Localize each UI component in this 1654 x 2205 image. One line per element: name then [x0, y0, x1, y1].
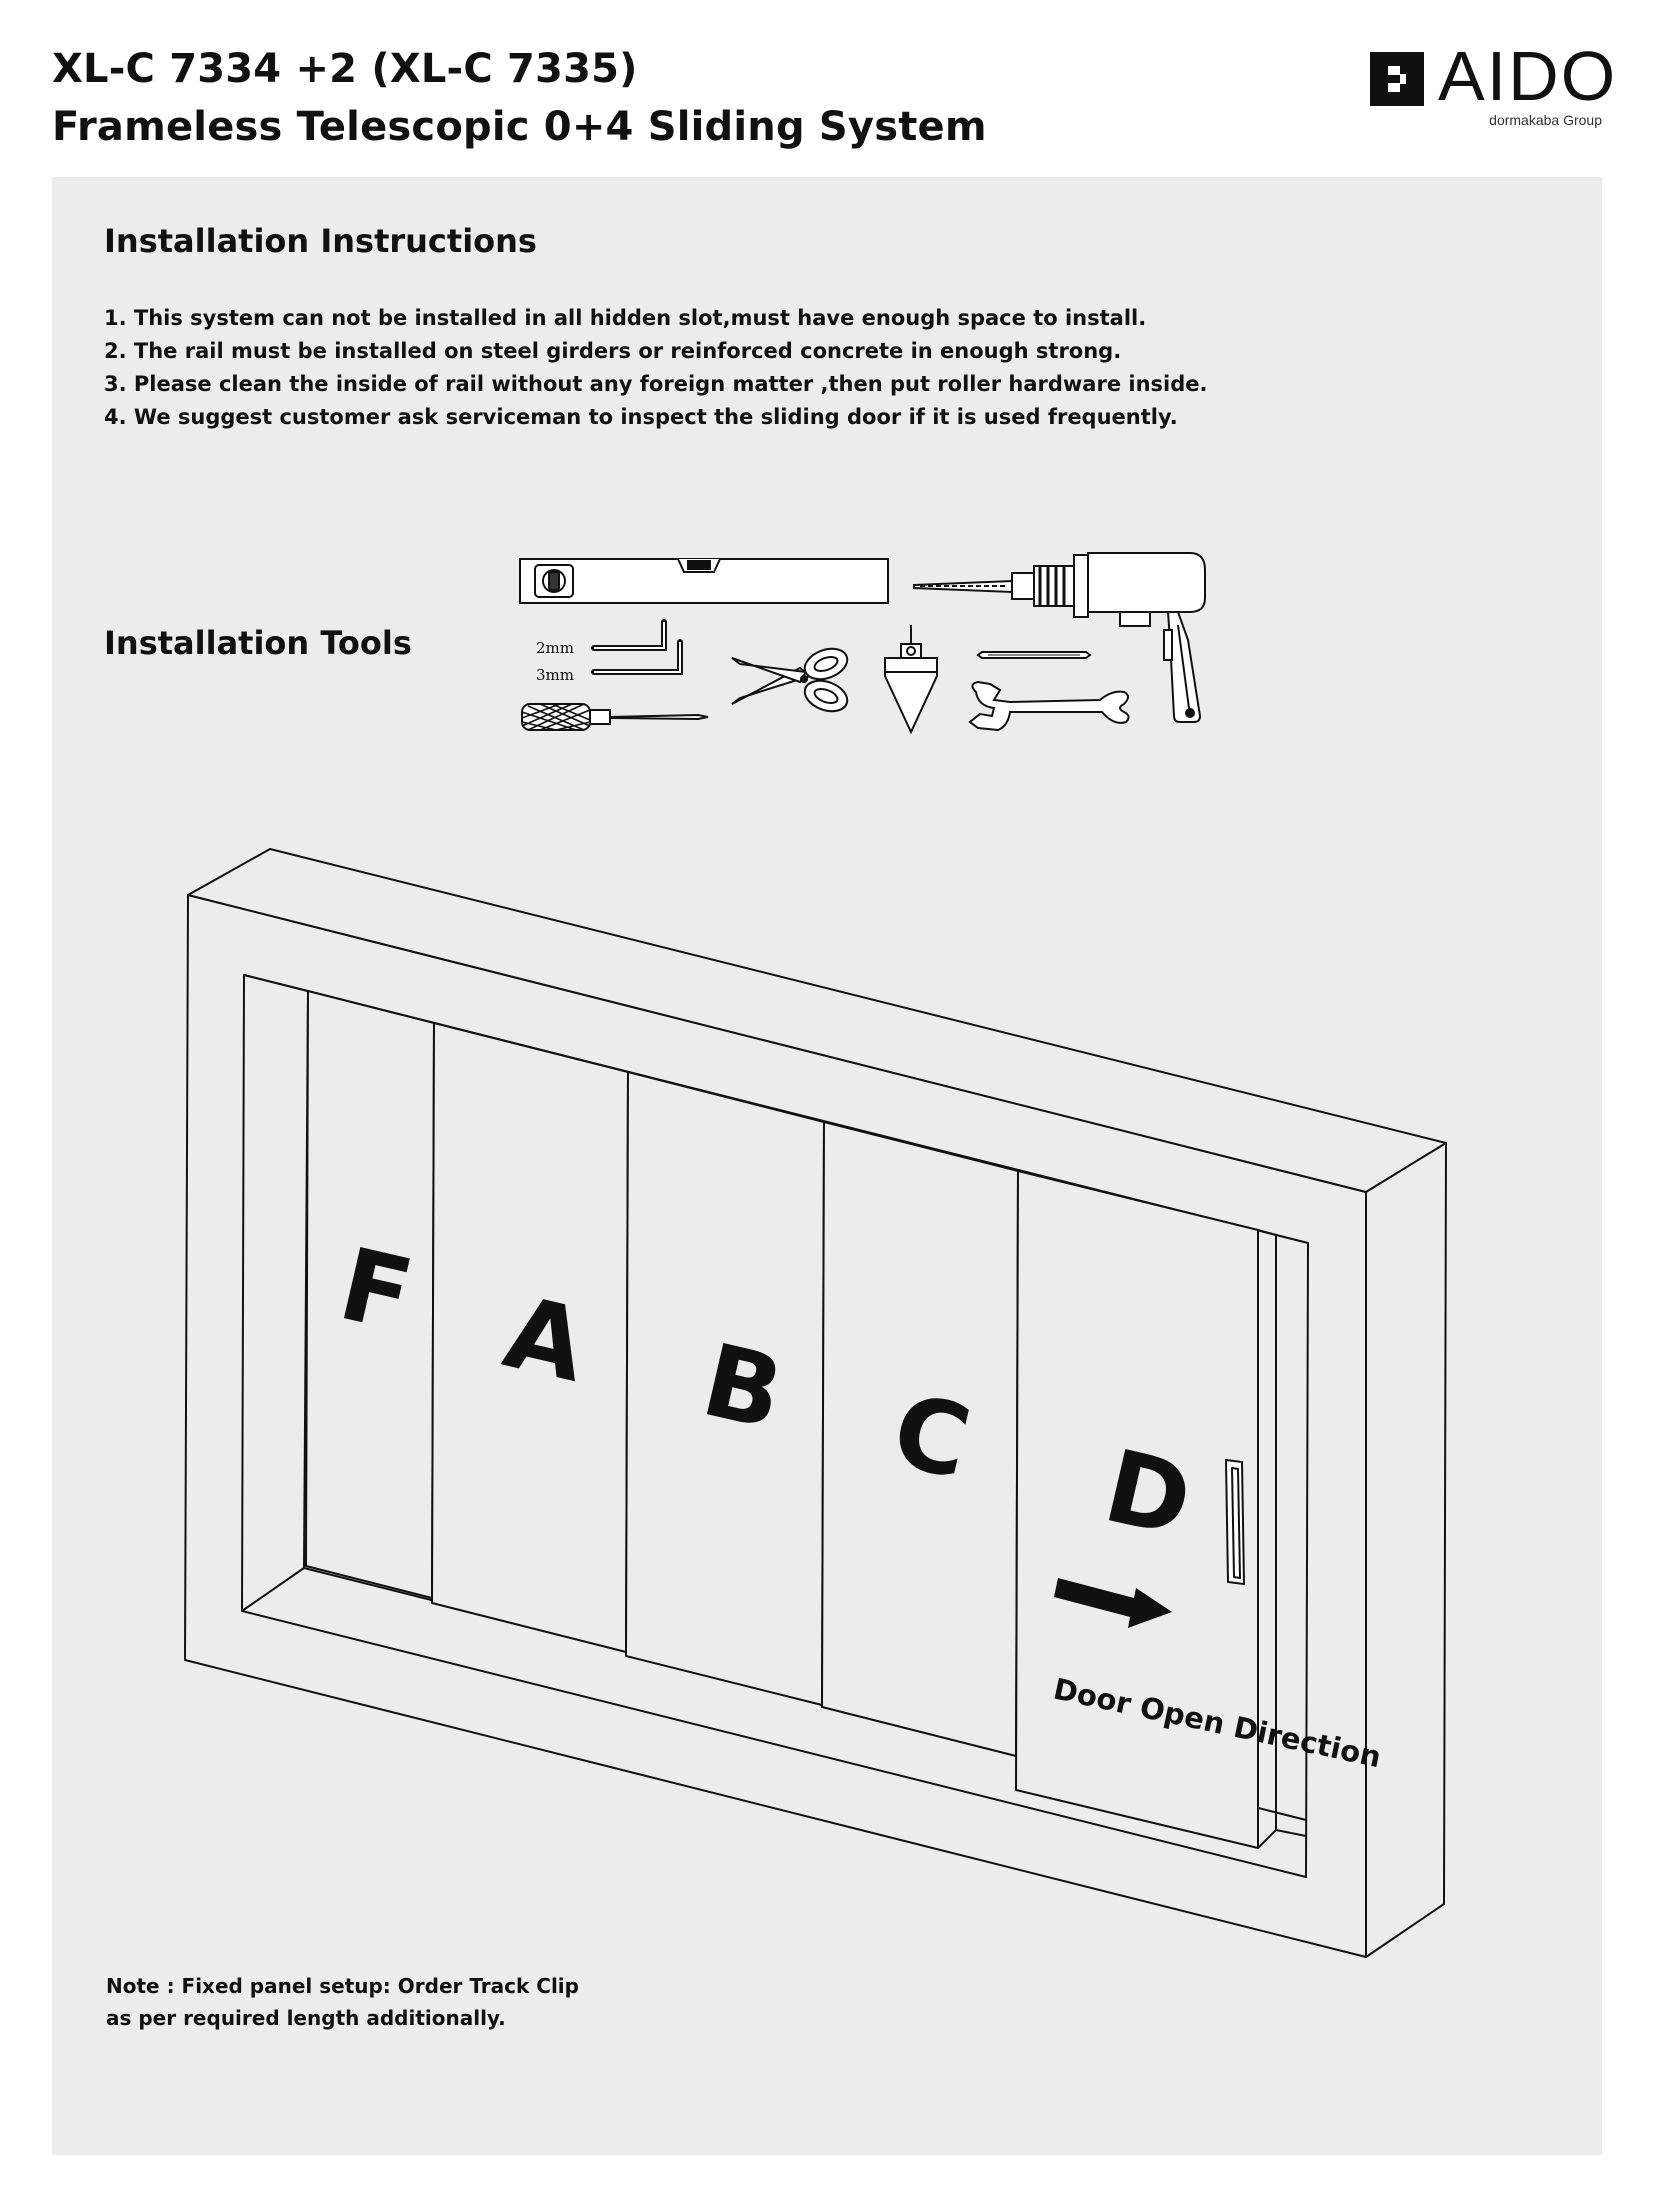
document-title: XL-C 7334 +2 (XL-C 7335) Frameless Teles… [52, 40, 987, 156]
note: Note : Fixed panel setup: Order Track Cl… [106, 1970, 579, 2034]
instruction-item: 2. The rail must be installed on steel g… [104, 339, 1122, 363]
logo-wordmark: AIDO [1438, 37, 1618, 115]
note-line: as per required length additionally. [106, 2006, 506, 2030]
instructions-list: 1. This system can not be installed in a… [104, 302, 1207, 434]
instruction-item: 3. Please clean the inside of rail witho… [104, 372, 1208, 396]
instruction-item: 4. We suggest customer ask serviceman to… [104, 405, 1178, 429]
tools-heading: Installation Tools [104, 624, 412, 662]
logo-subtitle: dormakaba Group [1489, 112, 1602, 128]
title-model: XL-C 7334 +2 (XL-C 7335) [52, 46, 638, 92]
logo-mark-icon [1370, 52, 1424, 106]
instructions-heading: Installation Instructions [104, 222, 537, 260]
aido-logo: AIDO dormakaba Group [1370, 40, 1615, 130]
content-panel [52, 177, 1602, 2155]
title-product: Frameless Telescopic 0+4 Sliding System [52, 104, 987, 150]
note-line: Note : Fixed panel setup: Order Track Cl… [106, 1974, 579, 1998]
instruction-item: 1. This system can not be installed in a… [104, 306, 1147, 330]
